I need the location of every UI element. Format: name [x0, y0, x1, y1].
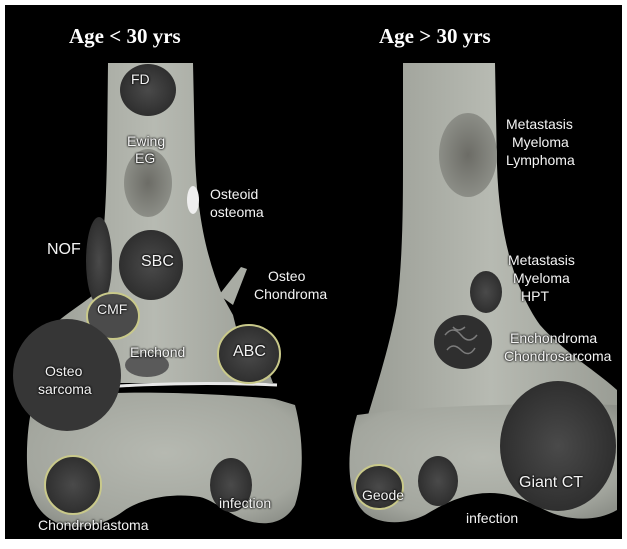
metastasis-hpt-lesion: [470, 271, 502, 313]
label-metastasis-2: Metastasis: [508, 252, 575, 268]
label-osteosarcoma-1: Osteo: [45, 363, 82, 379]
label-giant-ct: Giant CT: [519, 475, 583, 491]
title-age-over-30: Age > 30 yrs: [379, 24, 491, 49]
label-chondroblastoma: Chondroblastoma: [38, 517, 149, 533]
label-abc: ABC: [233, 344, 266, 360]
label-myeloma-1: Myeloma: [512, 134, 569, 150]
label-fd: FD: [131, 71, 150, 87]
label-enchond: Enchond: [130, 344, 185, 360]
label-osteochondroma-1: Osteo: [268, 268, 305, 284]
label-nof: NOF: [47, 242, 81, 258]
label-osteochondroma-2: Chondroma: [254, 286, 327, 302]
old-femur-shaft: [365, 63, 617, 425]
label-enchondroma: Enchondroma: [510, 330, 597, 346]
label-osteosarcoma-2: sarcoma: [38, 381, 92, 397]
label-eg: EG: [135, 150, 155, 166]
figure-stage: Age < 30 yrs Age > 30 yrs FD Ewing EG Os…: [5, 5, 622, 539]
label-chondrosarcoma: Chondrosarcoma: [504, 348, 611, 364]
osteoid-osteoma-lesion: [187, 186, 199, 214]
enchondroma-lesion: [434, 315, 492, 369]
metastasis-lymphoma-lesion: [439, 113, 497, 197]
title-age-under-30: Age < 30 yrs: [69, 24, 181, 49]
label-metastasis-1: Metastasis: [506, 116, 573, 132]
label-sbc: SBC: [141, 254, 174, 270]
label-cmf: CMF: [97, 301, 127, 317]
label-old-infection: infection: [466, 510, 518, 526]
label-osteoma: osteoma: [210, 204, 264, 220]
label-young-infection: infection: [219, 495, 271, 511]
nof-lesion: [86, 217, 112, 305]
chondroblastoma-lesion: [45, 456, 101, 514]
label-osteoid: Osteoid: [210, 186, 258, 202]
label-myeloma-2: Myeloma: [513, 270, 570, 286]
giant-ct-lesion: [500, 381, 616, 511]
label-geode: Geode: [362, 487, 404, 503]
label-lymphoma: Lymphoma: [506, 152, 575, 168]
label-hpt: HPT: [521, 288, 549, 304]
old-infection-lesion: [418, 456, 458, 506]
label-ewing: Ewing: [127, 133, 165, 149]
